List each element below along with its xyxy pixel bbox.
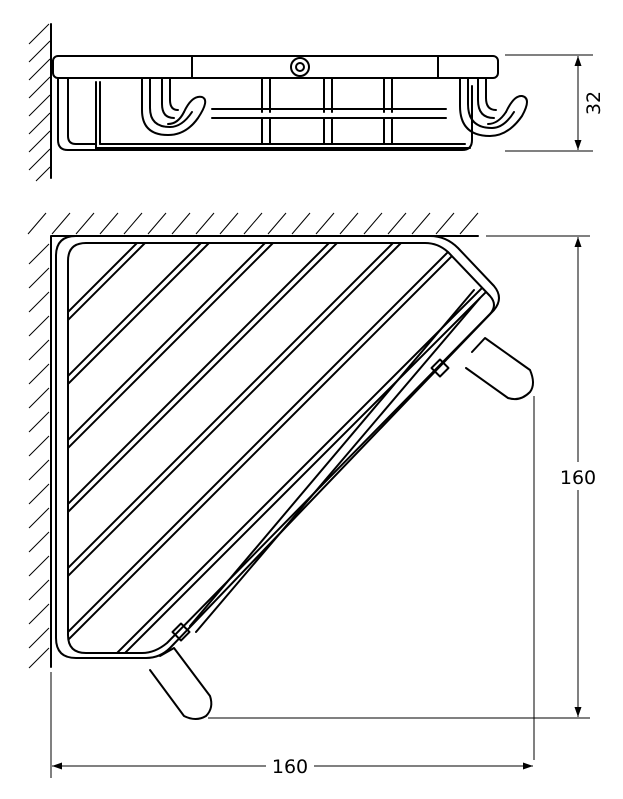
side-wall-hatching bbox=[28, 23, 51, 182]
shelf-diagonal-wires bbox=[68, 243, 494, 653]
plan-wall-lines bbox=[50, 235, 479, 668]
side-basket-body bbox=[57, 77, 473, 151]
screw-icon bbox=[290, 57, 310, 77]
plan-right-hook bbox=[465, 337, 534, 401]
plan-left-wall-hatching bbox=[28, 243, 50, 669]
shelf-inner-frame bbox=[67, 242, 495, 654]
dimension-32-label: 32 bbox=[583, 91, 605, 115]
side-grid-bars bbox=[211, 77, 447, 145]
plan-bottom-hook bbox=[149, 647, 213, 720]
clip-marker-right bbox=[430, 358, 450, 378]
side-top-rail bbox=[52, 55, 499, 79]
clip-marker-bottom bbox=[171, 622, 191, 642]
side-view: 32 bbox=[28, 23, 605, 182]
dimension-32: 32 bbox=[505, 54, 605, 152]
right-hook bbox=[459, 77, 528, 137]
dimension-160-vertical: 160 bbox=[208, 237, 602, 760]
dimension-160-horizontal: 160 bbox=[50, 672, 533, 778]
shelf-outer-frame bbox=[55, 235, 500, 659]
plan-top-wall-hatching bbox=[27, 212, 479, 235]
dimension-160-horizontal-label: 160 bbox=[272, 756, 308, 778]
plan-view: 160 160 bbox=[27, 212, 602, 778]
dimension-160-vertical-label: 160 bbox=[560, 467, 596, 489]
left-hook bbox=[141, 77, 207, 136]
